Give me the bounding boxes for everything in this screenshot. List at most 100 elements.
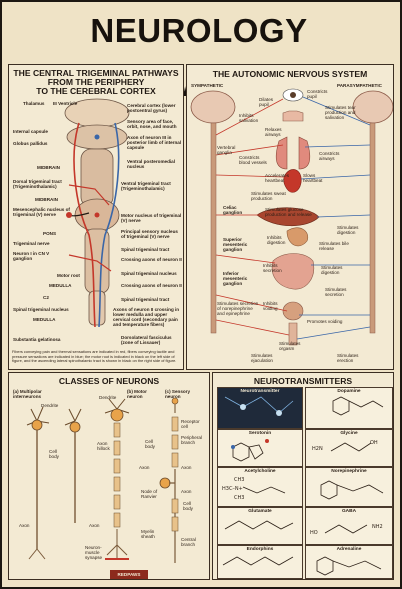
nt-name-acetylcholine: Acetylcholine — [244, 469, 276, 474]
label-mesencephalic-nucleus: Mesencephalic nucleus of trigeminal (V) … — [13, 207, 70, 217]
label-ventral-posteromedial: Ventral posteromedial nucleus — [127, 159, 175, 169]
ans-sympathetic: SYMPATHETIC — [191, 83, 224, 88]
neuron-label-cell-body-3: Cell body — [183, 501, 193, 511]
ans-celiac-ganglion: Celiac ganglion — [223, 205, 243, 215]
ans-inhibits-digestion: Inhibits digestion — [267, 235, 286, 245]
nt-ach-left: H3C–N+ — [222, 486, 243, 492]
ans-stimulates-secretion: Stimulates secretion — [325, 287, 347, 297]
ans-glucose: Stimulates glucose production and releas… — [265, 207, 312, 217]
nt-card-glutamate: Glutamate — [217, 507, 303, 545]
neurotransmitters-title: NEUROTRANSMITTERS — [253, 376, 353, 386]
neuron-label-axon-5: Axon — [89, 523, 100, 528]
neuron-class-multipolar: (a) Multipolar interneurons — [13, 389, 42, 399]
trigeminal-caption: Fibers conveying pain and thermal sensat… — [12, 349, 177, 364]
poster-title: NEUROLOGY KNOWLEDGE — [88, 12, 310, 103]
neuron-label-neuron-muscle-synapse: Neuron-muscle synapse — [85, 545, 103, 560]
neurotransmitters-panel: NEUROTRANSMITTERS Neurotransmitter Dopam… — [212, 372, 394, 580]
ans-orgasm: Stimulates orgasm — [279, 341, 301, 351]
label-medulla-2: MEDULLA — [33, 317, 56, 322]
nt-card-acetylcholine: Acetylcholine CH3 H3C–N+ CH3 — [217, 467, 303, 507]
neuron-label-cell-body-2: Cell body — [145, 439, 155, 449]
ans-stimulates-digestion-1: Stimulates digestion — [337, 225, 359, 235]
nt-name-adrenaline: Adrenaline — [336, 547, 362, 552]
label-medulla-1: MEDULLA — [49, 283, 72, 288]
label-substantia-gelatinosa: Substantia gelatinosa — [13, 337, 61, 342]
ans-accelerates-heartbeat: Accelerates heartbeat — [265, 173, 290, 183]
ans-stimulates-tear: Stimulates tear production and salivatio… — [325, 105, 356, 120]
label-pons: PONS — [43, 231, 57, 236]
trigeminal-panel: THE CENTRAL TRIGEMINAL PATHWAYS FROM THE… — [8, 64, 184, 370]
neuron-label-cell-body-1: Cell body — [49, 449, 59, 459]
nt-gaba-right: NH2 — [372, 524, 383, 530]
ans-promotes-voiding: Promotes voiding — [307, 319, 343, 324]
ans-dilates-pupil: Dilates pupil — [259, 97, 274, 107]
label-motor-nucleus: Motor nucleus of trigeminal (V) nerve — [121, 213, 182, 223]
neuron-class-sensory: (c) Sensory neuron — [165, 389, 191, 399]
label-principal-sensory: Principal sensory nucleus of trigeminal … — [121, 229, 178, 239]
nt-glycine-right: OH — [370, 440, 378, 446]
label-neuron-i: Neuron I in CN V ganglion — [13, 251, 50, 261]
ans-inhibits-salivation: Inhibits salivation — [239, 113, 259, 123]
ans-inferior-mesenteric: Inferior mesenteric ganglion — [223, 271, 248, 286]
label-iii-ventricle: III Ventricle — [53, 101, 78, 106]
brainstem-illustration — [64, 98, 130, 328]
label-spinal-trigeminal-nucleus-left: Spinal trigeminal nucleus — [13, 307, 69, 312]
label-spinal-trigeminal-tract-2: Spinal trigeminal tract — [121, 297, 170, 302]
label-axons-neuron-ii-crossing: Axons of neuron II crossing in lower med… — [113, 307, 180, 327]
nt-ach-bottom: CH3 — [234, 495, 245, 501]
trigeminal-title-1: THE CENTRAL TRIGEMINAL PATHWAYS — [13, 68, 179, 78]
neuron-label-dendrite-1: Dendrite — [41, 403, 59, 408]
autonomic-title: THE AUTONOMIC NERVOUS SYSTEM — [212, 69, 368, 79]
nt-card-endorphins: Endorphins — [217, 545, 303, 579]
ans-slows-heartbeat: Slows heartbeat — [303, 173, 323, 183]
label-c2: C2 — [43, 295, 49, 300]
ans-erection: Stimulates erection — [337, 353, 359, 363]
ans-constricts-pupil: Constricts pupil — [307, 89, 328, 99]
nt-name-neurotransmitter: Neurotransmitter — [240, 389, 280, 394]
neuron-label-axon-3: Axon — [181, 489, 192, 494]
nt-name-glycine: Glycine — [340, 431, 358, 436]
ans-norepinephrine: Stimulates secretion of norepinephrine a… — [217, 301, 259, 316]
neurons-title: CLASSES OF NEURONS — [58, 376, 160, 386]
neuron-label-axon-4: Axon — [19, 523, 30, 528]
molecule-drawings — [222, 396, 384, 576]
nt-name-serotonin: Serotonin — [248, 431, 272, 436]
neuron-label-node-ranvier: Node of Ranvier — [141, 489, 158, 499]
nt-gaba-left: HO — [310, 530, 318, 536]
ans-inhibits-voiding: Inhibits voiding — [263, 301, 278, 311]
ans-sweat: Stimulates sweat production — [251, 191, 286, 201]
ans-ejaculation: Stimulates ejaculation — [251, 353, 273, 363]
label-cerebral-cortex: Cerebral cortex (lower postcentral gyrus… — [127, 103, 176, 113]
neuron-class-motor: (b) Motor neuron — [127, 389, 147, 399]
ans-superior-mesenteric: Superior mesenteric ganglion — [223, 237, 248, 252]
ans-bile-release: Stimulates bile release — [319, 241, 349, 251]
label-trigeminal-nerve: Trigeminal nerve — [13, 241, 50, 246]
neuron-label-dendrite-2: Dendrite — [99, 395, 117, 400]
label-spinal-trigeminal-nucleus-right: Spinal trigeminal nucleus — [121, 271, 177, 276]
nt-name-glutamate: Glutamate — [248, 509, 272, 514]
nt-card-norepinephrine: Norepinephrine — [305, 467, 393, 507]
autonomic-illustration — [190, 88, 393, 346]
nt-name-norepinephrine: Norepinephrine — [331, 469, 367, 474]
nt-card-adrenaline: Adrenaline — [305, 545, 393, 579]
nt-card-gaba: GABA HO NH2 — [305, 507, 393, 545]
neuron-label-axon-1: Axon — [139, 465, 150, 470]
ans-stimulates-digestion-2: Stimulates digestion — [321, 265, 343, 275]
label-midbrain-2: MIDBRAIN — [35, 197, 58, 202]
ans-constricts-airways: Constricts airways — [319, 151, 340, 161]
nt-glycine-left: H2N — [312, 446, 323, 452]
trigeminal-title-2: FROM THE PERIPHERY — [47, 77, 145, 87]
label-globus-pallidus: Globus pallidus — [13, 141, 48, 146]
brand-logo: REDPAWS — [110, 570, 148, 579]
nt-ach-top: CH3 — [234, 477, 245, 483]
label-dorsal-trigeminal-tract: Dorsal trigeminal tract (Trigeminothalam… — [13, 179, 62, 189]
ans-constricts-vessels: Constricts blood vessels — [239, 155, 267, 165]
label-internal-capsule: Internal capsule — [13, 129, 48, 134]
neuron-illustrations — [26, 397, 179, 563]
nt-name-endorphins: Endorphins — [246, 547, 274, 552]
label-ventral-trigeminal-tract: Ventral trigeminal tract (Trigeminothala… — [121, 181, 171, 191]
autonomic-panel: THE AUTONOMIC NERVOUS SYSTEM SYMPATHETIC… — [186, 64, 394, 370]
neuron-label-myelin-sheath: Myelin sheath — [141, 529, 155, 539]
ans-relaxes-airways: Relaxes airways — [265, 127, 282, 137]
label-sensory-area: Sensory area of face, orbit, nose, and m… — [127, 119, 177, 129]
